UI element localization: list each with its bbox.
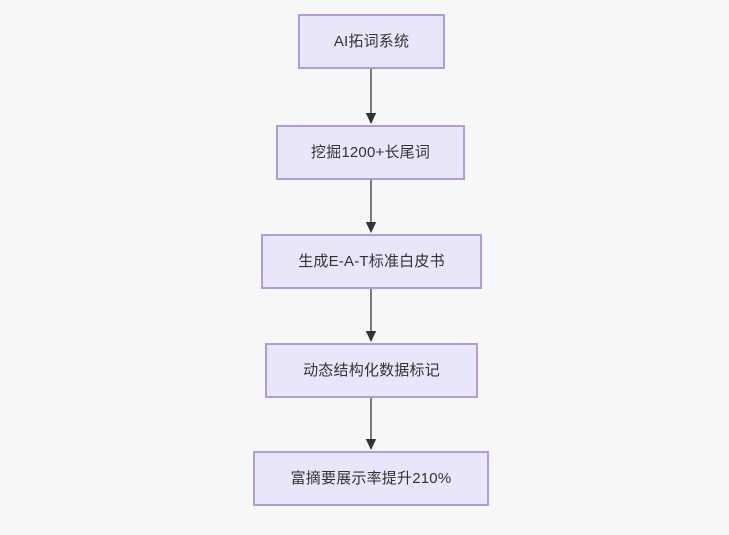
arrow-down-icon xyxy=(365,289,377,342)
flow-node-mine-longtail-keywords[interactable]: 挖掘1200+长尾词 xyxy=(276,125,465,180)
flow-node-label: 动态结构化数据标记 xyxy=(303,362,440,379)
flow-node-label: 生成E-A-T标准白皮书 xyxy=(298,253,445,270)
flow-edge-n0-n1 xyxy=(365,69,377,125)
flow-node-generate-eat-whitepaper[interactable]: 生成E-A-T标准白皮书 xyxy=(261,234,482,289)
flow-edge-n1-n2 xyxy=(365,180,377,234)
flow-edge-n2-n3 xyxy=(365,289,377,343)
flow-node-dynamic-structured-data-markup[interactable]: 动态结构化数据标记 xyxy=(265,343,478,398)
flow-node-label: AI拓词系统 xyxy=(333,33,410,50)
arrow-down-icon xyxy=(365,180,377,233)
flow-node-label: 挖掘1200+长尾词 xyxy=(310,144,431,161)
flow-node-rich-snippet-uplift[interactable]: 富摘要展示率提升210% xyxy=(253,451,489,506)
arrow-down-icon xyxy=(365,69,377,124)
arrow-down-icon xyxy=(365,398,377,450)
flow-node-ai-keyword-system[interactable]: AI拓词系统 xyxy=(298,14,445,69)
flow-edge-n3-n4 xyxy=(365,398,377,451)
flow-node-label: 富摘要展示率提升210% xyxy=(290,470,452,487)
